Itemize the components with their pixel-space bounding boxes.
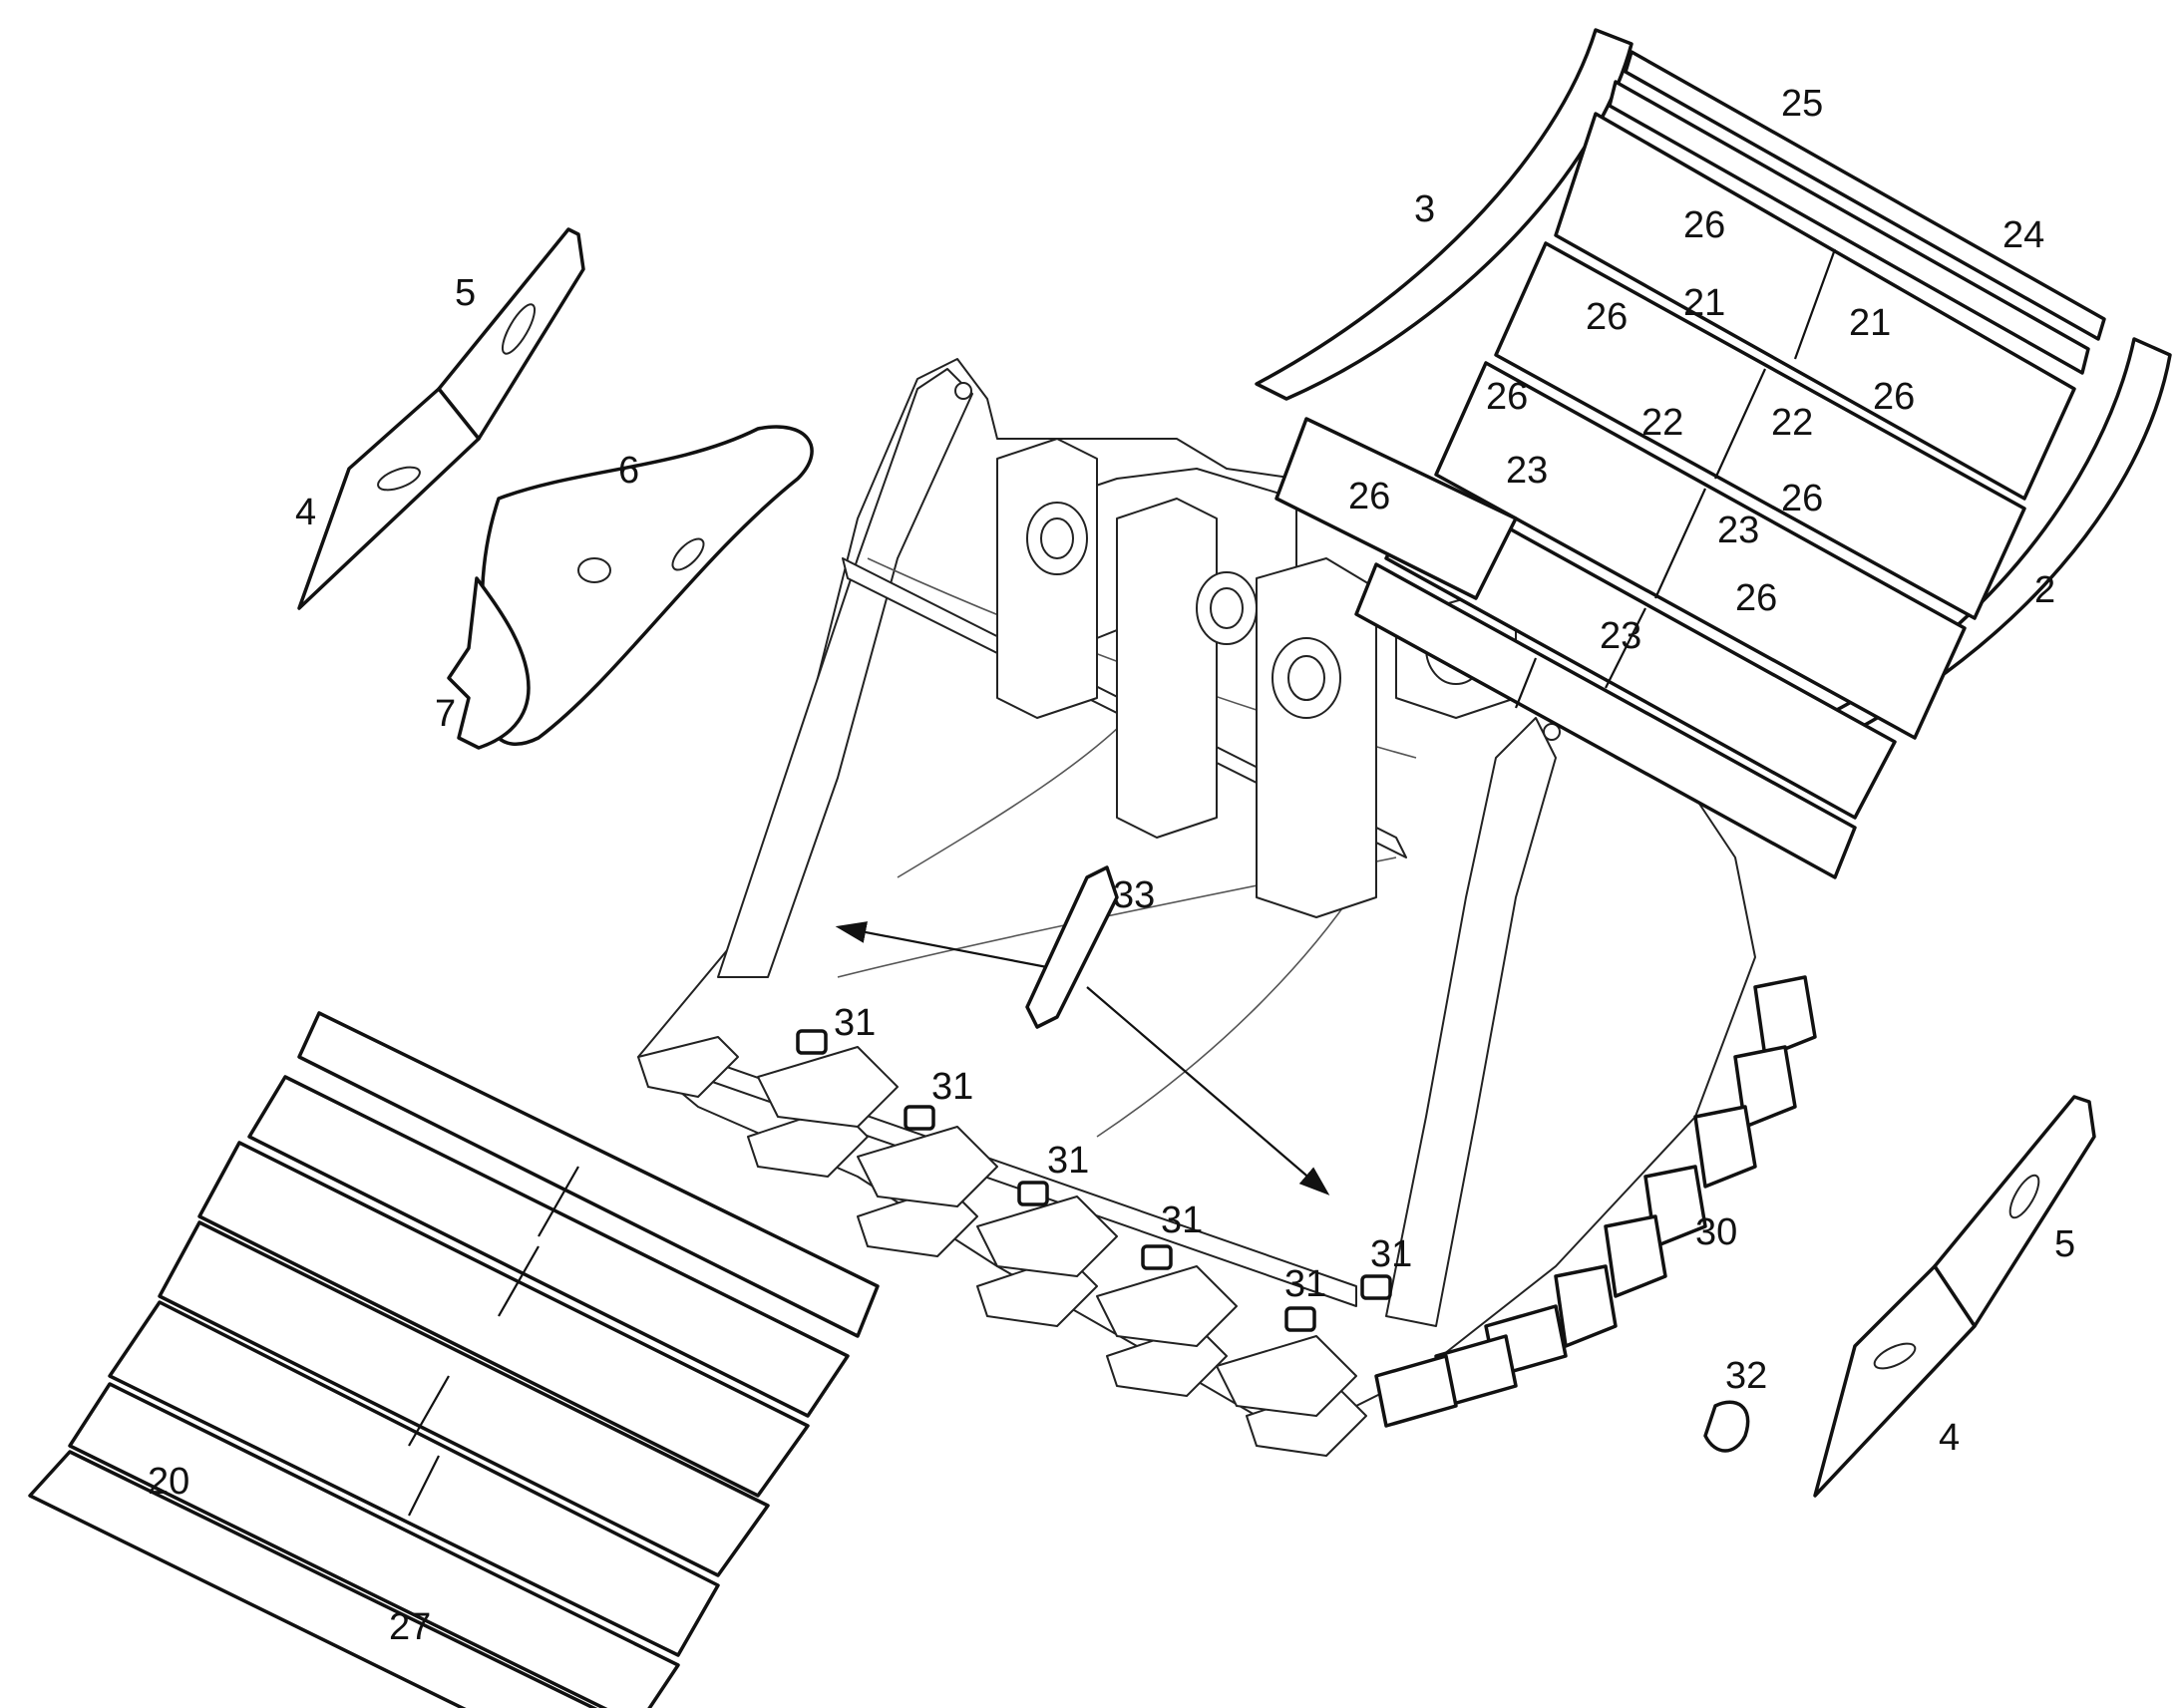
top-left-parts (297, 227, 814, 750)
label-part-31-b: 31 (931, 1066, 973, 1108)
label-part-26-f: 26 (1781, 478, 1823, 519)
label-part-24: 24 (2002, 214, 2044, 256)
right-parts (1374, 975, 2096, 1498)
label-part-6: 6 (618, 450, 639, 492)
label-part-26-b: 26 (1586, 296, 1628, 338)
label-part-26-e: 26 (1348, 476, 1390, 517)
label-part-21-b: 21 (1849, 302, 1891, 344)
label-part-2: 2 (2034, 569, 2055, 611)
label-part-31-c: 31 (1047, 1140, 1089, 1182)
label-part-23-c: 23 (1600, 615, 1641, 657)
label-part-26-g: 26 (1735, 577, 1777, 619)
label-part-25: 25 (1781, 83, 1823, 125)
label-part-32: 32 (1725, 1355, 1767, 1397)
label-part-7: 7 (435, 693, 456, 735)
label-part-31-a: 31 (834, 1002, 876, 1044)
label-part-5-right: 5 (2054, 1223, 2075, 1265)
label-part-26-a: 26 (1683, 204, 1725, 246)
label-part-23-b: 23 (1717, 510, 1759, 551)
wear-strip-33 (835, 865, 1330, 1196)
label-part-30: 30 (1695, 1211, 1737, 1253)
label-part-26-d: 26 (1486, 376, 1528, 418)
label-part-20: 20 (148, 1461, 189, 1503)
label-part-31-e: 31 (1284, 1263, 1326, 1305)
label-part-22-a: 22 (1641, 402, 1683, 444)
bottom-wear-plate-group (28, 1011, 880, 1708)
label-part-31-d: 31 (1161, 1199, 1203, 1241)
label-part-22-b: 22 (1771, 402, 1813, 444)
label-part-26-c: 26 (1873, 376, 1915, 418)
label-part-4-right: 4 (1939, 1417, 1960, 1459)
label-part-23-a: 23 (1506, 450, 1548, 492)
label-part-27: 27 (389, 1606, 431, 1648)
lock-parts-31 (796, 1029, 1392, 1332)
top-wear-plate-group (1255, 28, 2172, 879)
bucket-teeth (637, 1036, 1367, 1457)
label-part-21-a: 21 (1683, 282, 1725, 324)
label-part-5-left: 5 (455, 272, 476, 314)
label-part-31-f: 31 (1370, 1233, 1412, 1275)
label-part-33: 33 (1113, 874, 1155, 916)
label-part-3: 3 (1414, 188, 1435, 230)
part-labels: 2 3 4 4 5 5 6 7 20 21 21 22 22 23 23 23 … (148, 83, 2075, 1648)
label-part-4-left: 4 (295, 492, 316, 533)
